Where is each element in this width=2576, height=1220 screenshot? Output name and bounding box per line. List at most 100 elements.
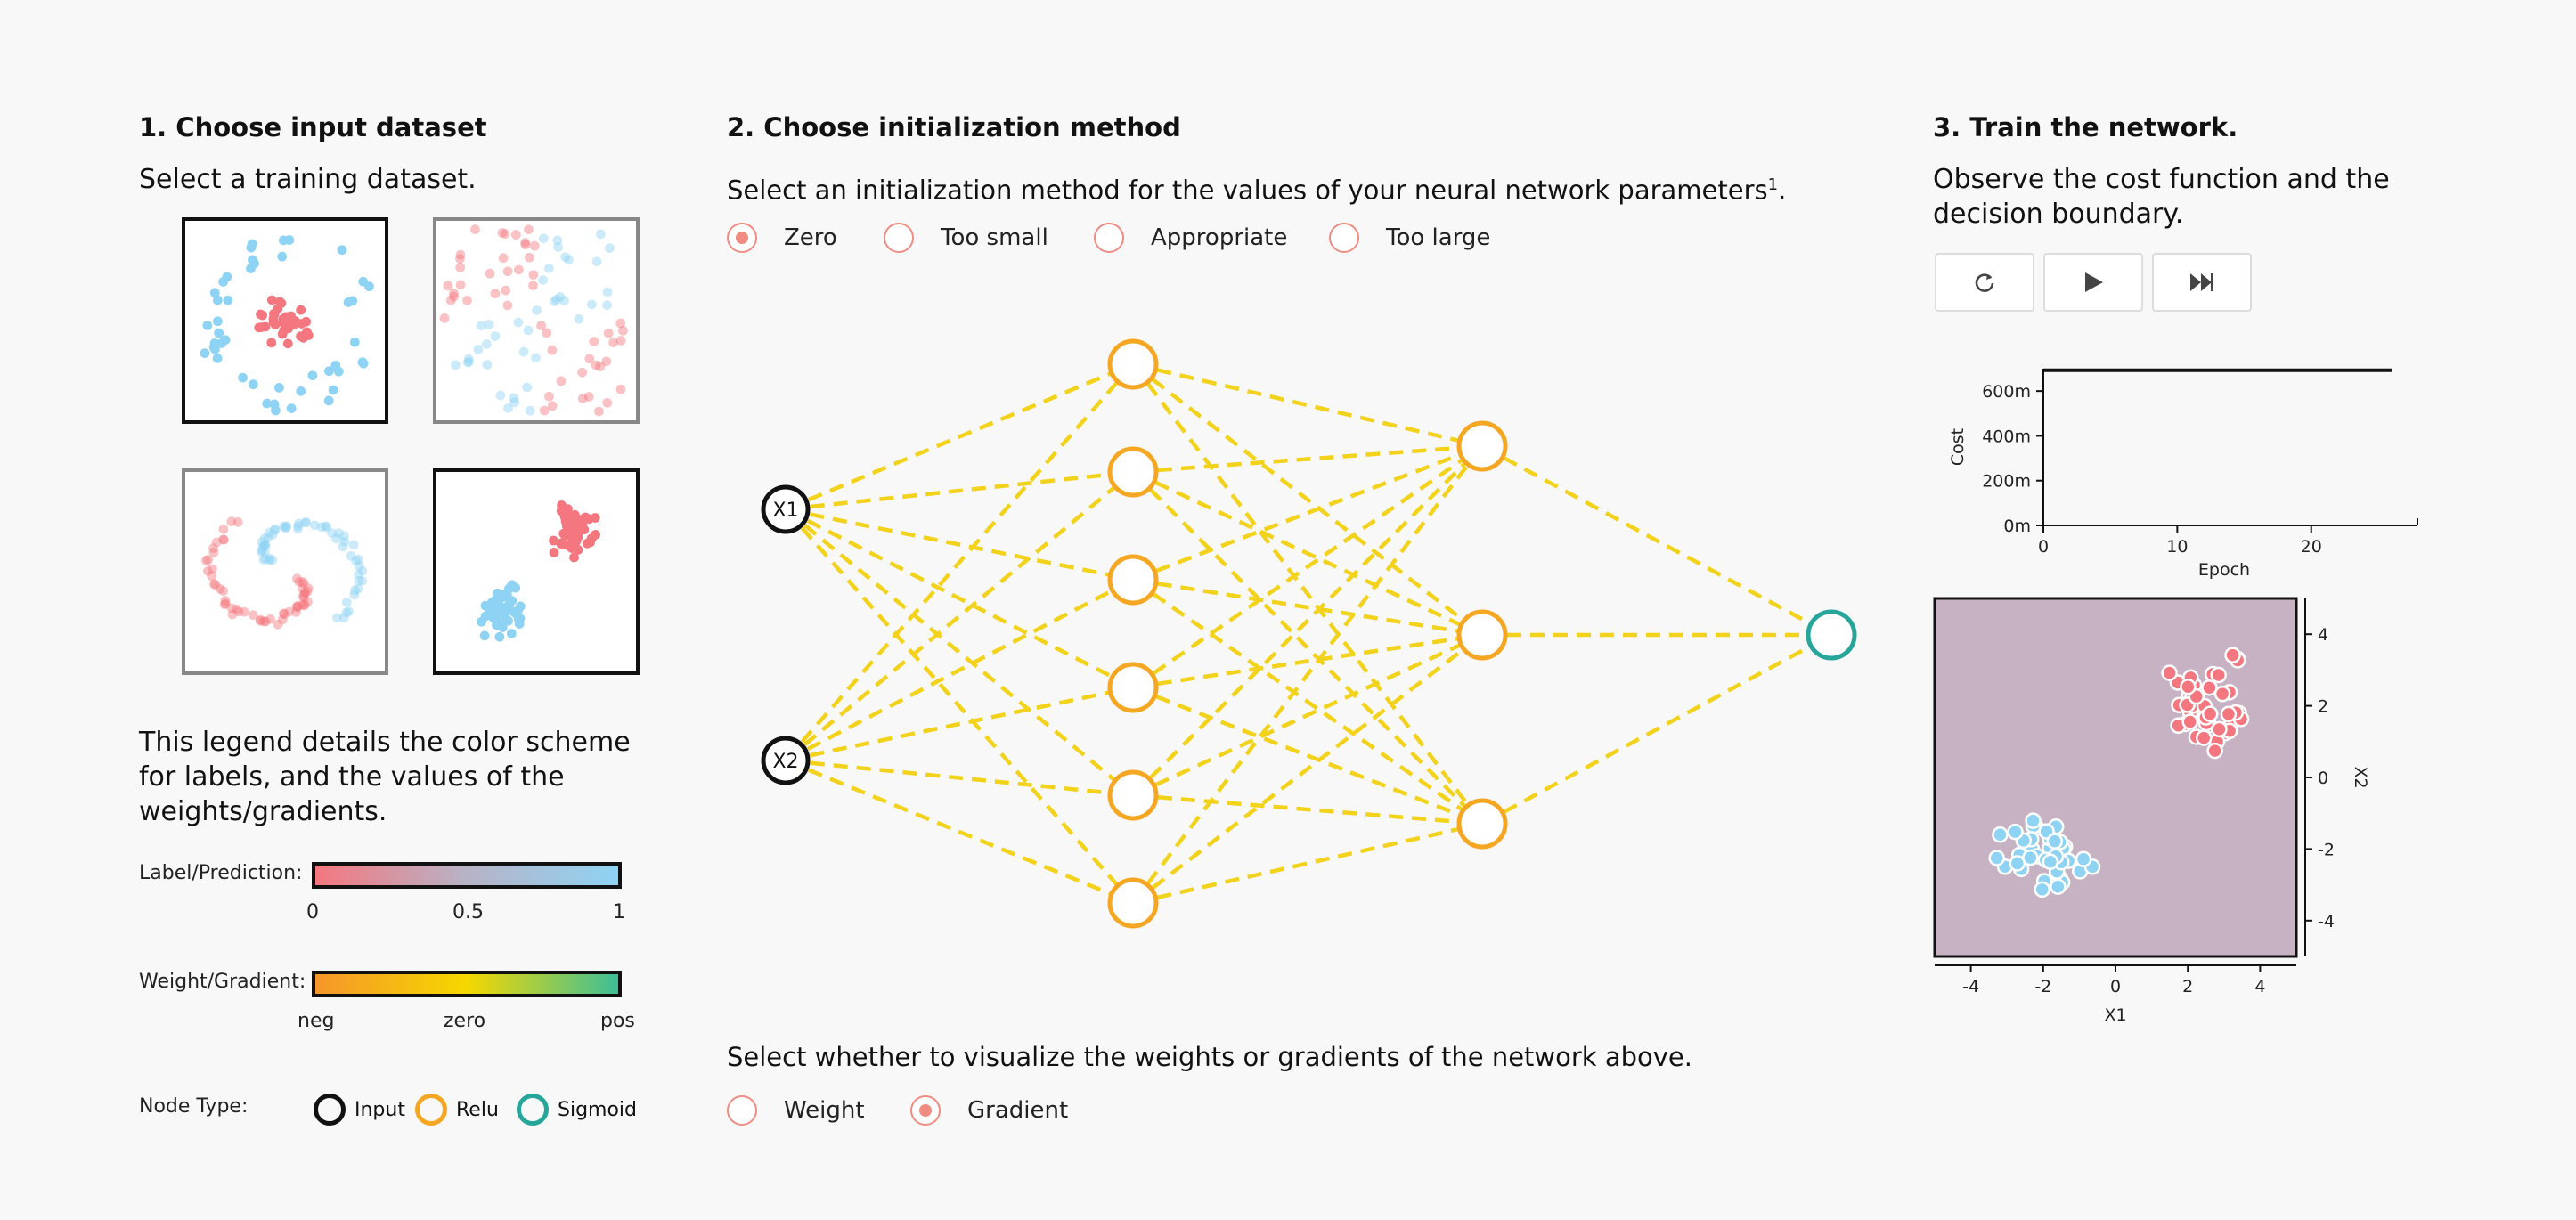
relu-node-icon	[415, 1094, 447, 1126]
boundary-point	[2195, 729, 2213, 746]
dataset-point	[529, 240, 540, 251]
dataset-point	[506, 629, 517, 638]
viz-gradient-radio[interactable]: Gradient	[910, 1095, 1068, 1126]
dataset-point	[323, 395, 334, 406]
label-gradient-bar	[312, 862, 622, 889]
dataset-spiral[interactable]	[182, 468, 388, 675]
relu-node[interactable]	[1107, 446, 1159, 498]
network-edge[interactable]	[1156, 368, 1459, 443]
dataset-point	[570, 531, 580, 541]
relu-node[interactable]	[1456, 609, 1508, 661]
relu-node[interactable]	[1456, 420, 1508, 472]
network-edge[interactable]	[1152, 592, 1463, 811]
dataset-point	[266, 338, 277, 348]
dataset-point	[494, 631, 505, 642]
relu-node[interactable]	[1107, 554, 1159, 606]
dataset-xor[interactable]	[433, 217, 640, 424]
dataset-point	[538, 233, 549, 244]
boundary-point	[2050, 878, 2067, 895]
network-edge[interactable]	[1157, 795, 1458, 824]
network-edge[interactable]	[810, 472, 1109, 509]
network-edge[interactable]	[1503, 456, 1811, 625]
network-edge[interactable]	[1151, 648, 1464, 890]
dataset-point	[222, 272, 232, 282]
dataset-point	[327, 528, 337, 538]
network-edge[interactable]	[1157, 582, 1458, 633]
dataset-point	[490, 289, 501, 299]
reset-button[interactable]	[1935, 253, 2034, 312]
network-edge[interactable]	[809, 512, 1110, 577]
init-zero-radio[interactable]: Zero	[727, 223, 837, 253]
dataset-point	[449, 291, 459, 302]
network-edge[interactable]	[1157, 636, 1458, 687]
radio-circle	[1094, 223, 1124, 253]
network-edge[interactable]	[803, 486, 1115, 746]
network-edge[interactable]	[1152, 459, 1463, 675]
network-edge[interactable]	[1149, 488, 1466, 808]
dataset-point	[569, 518, 580, 529]
sigmoid-node[interactable]	[1806, 609, 1857, 661]
dataset-point	[258, 555, 269, 565]
network-edge[interactable]	[1503, 645, 1811, 814]
dataset-point	[518, 346, 529, 357]
network-edge[interactable]	[1151, 378, 1464, 622]
boundary-point	[2224, 647, 2241, 663]
network-edge[interactable]	[810, 760, 1109, 795]
relu-node[interactable]	[1107, 769, 1159, 821]
dataset-point	[493, 600, 504, 610]
dataset-point	[584, 354, 595, 364]
init-too-large-radio[interactable]: Too large	[1329, 223, 1490, 253]
dataset-point	[513, 614, 524, 624]
dataset-point	[254, 322, 265, 333]
input-node-1	[761, 484, 811, 534]
network-edge[interactable]	[806, 518, 1113, 679]
dataset-point	[278, 235, 289, 246]
relu-node[interactable]	[1107, 877, 1159, 929]
step-button[interactable]	[2152, 253, 2252, 312]
network-edge[interactable]	[807, 371, 1112, 502]
dataset-point	[615, 384, 626, 394]
network-edge[interactable]	[1155, 695, 1460, 817]
network-edge[interactable]	[1149, 462, 1466, 779]
network-edge[interactable]	[806, 589, 1113, 752]
section1-subtitle: Select a training dataset.	[139, 164, 477, 195]
viz-weight-radio[interactable]: Weight	[727, 1095, 865, 1126]
dataset-point	[281, 522, 291, 533]
dataset-circle[interactable]	[182, 217, 388, 424]
dataset-point	[200, 556, 211, 565]
network-edge[interactable]	[800, 381, 1119, 744]
footnote-marker[interactable]: 1	[1767, 175, 1779, 194]
relu-node[interactable]	[1107, 338, 1159, 390]
network-edge[interactable]	[803, 524, 1115, 781]
dataset-point	[595, 362, 606, 372]
init-appropriate-radio[interactable]: Appropriate	[1094, 223, 1287, 253]
network-edge[interactable]	[1146, 382, 1469, 806]
network-edge[interactable]	[808, 768, 1111, 896]
relu-node[interactable]	[1456, 798, 1508, 850]
dataset-point	[209, 579, 219, 589]
network-edge[interactable]	[1146, 464, 1469, 885]
dataset-point	[302, 586, 313, 597]
boundary-y-tick-label: -4	[2318, 912, 2335, 931]
network-edge[interactable]	[1156, 827, 1459, 899]
network-edge[interactable]	[809, 690, 1110, 758]
dataset-point	[265, 555, 274, 565]
weight-legend-label: Weight/Gradient:	[139, 971, 306, 993]
network-edge[interactable]	[1154, 480, 1461, 627]
relu-node[interactable]	[1107, 662, 1159, 713]
dataset-point	[232, 604, 241, 614]
dataset-point	[259, 533, 270, 543]
dataset-point	[536, 321, 546, 330]
node-legend-relu: Relu	[415, 1094, 499, 1126]
init-too-small-radio[interactable]: Too small	[884, 223, 1048, 253]
dataset-gaussian[interactable]	[433, 468, 640, 675]
network-edge[interactable]	[800, 526, 1119, 886]
dataset-point	[301, 517, 311, 527]
reset-icon	[1975, 273, 1994, 292]
play-button[interactable]	[2043, 253, 2143, 312]
network-edge[interactable]	[1155, 452, 1460, 573]
boundary-point	[2046, 833, 2064, 850]
network-edge[interactable]	[1154, 643, 1461, 787]
network-edge[interactable]	[1157, 445, 1458, 473]
dataset-point	[514, 264, 524, 275]
